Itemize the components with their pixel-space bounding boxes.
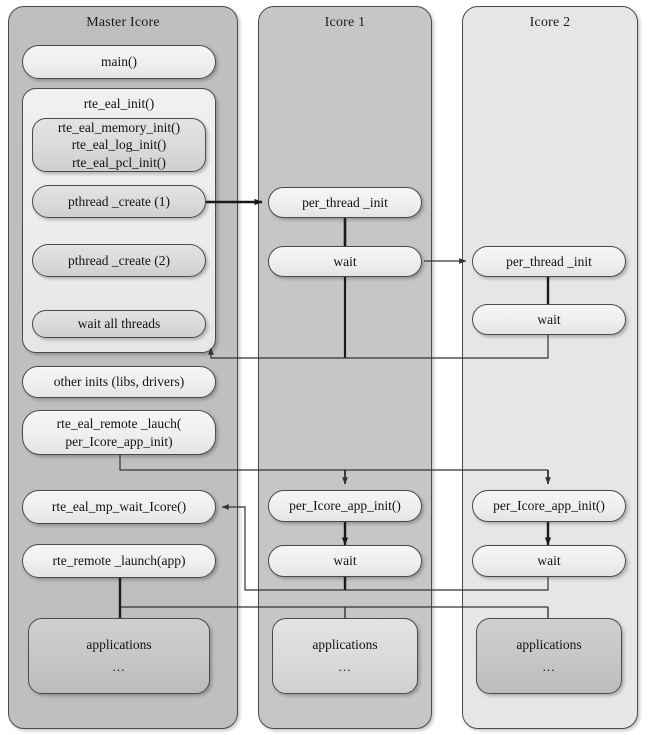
column-title-icore-1: Icore 1 (324, 15, 366, 30)
node-wait-2-icore2[interactable]: wait (472, 545, 626, 577)
node-applications-master[interactable]: applications ... (28, 618, 210, 694)
node-per-thread-init-icore1-label: per_thread _init (302, 194, 388, 210)
node-other-inits-label: other inits (libs, drivers) (53, 374, 185, 390)
node-pthread-create-2-label: pthread _create (2) (68, 252, 170, 268)
node-rte-eal-init-label: rte_eal_init() (83, 96, 155, 111)
node-applications-icore2-ellipsis: ... (542, 659, 556, 675)
column-title-master-icore: Master Icore (86, 15, 160, 30)
column-title-icore-2: Icore 2 (529, 15, 571, 30)
node-wait-2-icore1[interactable]: wait (268, 545, 422, 577)
node-pthread-create-1-label: pthread _create (1) (68, 193, 170, 209)
node-applications-icore1-label: applications (312, 637, 378, 653)
node-pthread-create-1[interactable]: pthread _create (1) (32, 185, 206, 218)
node-per-icore-app-init-icore1[interactable]: per_Icore_app_init() (268, 490, 422, 522)
node-wait-2-icore1-label: wait (333, 553, 357, 569)
node-wait-1-icore2[interactable]: wait (472, 304, 626, 335)
column-icore-2: Icore 2 (462, 6, 638, 729)
node-main-label: main() (101, 54, 137, 70)
node-other-inits[interactable]: other inits (libs, drivers) (22, 366, 216, 398)
node-applications-master-label: applications (86, 637, 152, 653)
node-sub-inits-line3: rte_eal_pcl_init() (72, 154, 166, 170)
node-applications-icore2[interactable]: applications ... (476, 618, 622, 694)
node-main[interactable]: main() (22, 45, 216, 79)
node-wait-1-icore2-label: wait (537, 311, 561, 327)
node-sub-inits-line1: rte_eal_memory_init() (57, 120, 181, 136)
node-applications-icore1[interactable]: applications ... (272, 618, 418, 694)
node-per-thread-init-icore2-label: per_thread _init (506, 253, 592, 269)
node-rte-eal-mp-wait-icore-label: rte_eal_mp_wait_Icore() (51, 499, 187, 515)
node-sub-inits-line2: rte_eal_log_init() (71, 137, 167, 153)
node-applications-icore1-ellipsis: ... (338, 659, 352, 675)
node-per-thread-init-icore1[interactable]: per_thread _init (268, 187, 422, 218)
node-sub-inits[interactable]: rte_eal_memory_init() rte_eal_log_init()… (32, 118, 206, 172)
node-per-icore-app-init-icore1-label: per_Icore_app_init() (289, 498, 401, 514)
node-wait-1-icore1[interactable]: wait (268, 246, 422, 277)
node-applications-icore2-label: applications (516, 637, 582, 653)
node-wait-all-threads-label: wait all threads (77, 316, 161, 332)
node-per-thread-init-icore2[interactable]: per_thread _init (472, 246, 626, 277)
node-rte-eal-remote-lauch-line2: per_Icore_app_init) (65, 433, 173, 449)
node-rte-remote-launch-app-label: rte_remote _launch(app) (52, 553, 186, 569)
node-wait-2-icore2-label: wait (537, 553, 561, 569)
node-wait-all-threads[interactable]: wait all threads (32, 310, 206, 338)
node-pthread-create-2[interactable]: pthread _create (2) (32, 244, 206, 277)
node-wait-1-icore1-label: wait (333, 253, 357, 269)
node-applications-master-ellipsis: ... (112, 659, 126, 675)
node-rte-eal-remote-lauch[interactable]: rte_eal_remote _lauch( per_Icore_app_ini… (22, 410, 216, 455)
node-rte-eal-mp-wait-icore[interactable]: rte_eal_mp_wait_Icore() (22, 490, 216, 524)
node-rte-eal-remote-lauch-line1: rte_eal_remote _lauch( (56, 416, 182, 432)
node-per-icore-app-init-icore2-label: per_Icore_app_init() (493, 498, 605, 514)
node-rte-remote-launch-app[interactable]: rte_remote _launch(app) (22, 544, 216, 578)
node-per-icore-app-init-icore2[interactable]: per_Icore_app_init() (472, 490, 626, 522)
